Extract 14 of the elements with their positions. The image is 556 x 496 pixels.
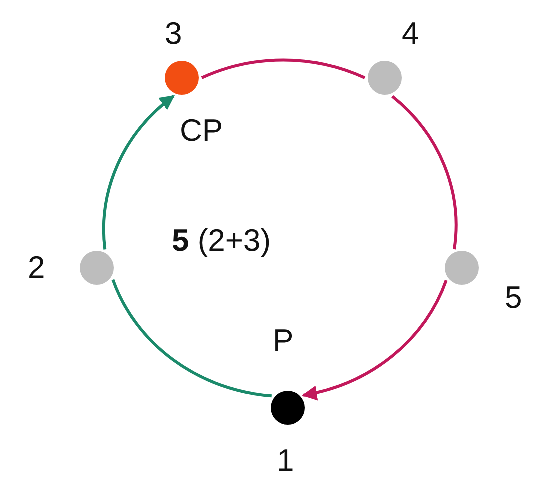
node-label: P — [273, 325, 294, 356]
node-number: 5 — [505, 282, 522, 313]
node-number: 3 — [165, 18, 182, 49]
node-number: 4 — [402, 18, 420, 49]
dot — [445, 251, 479, 285]
node-number: 1 — [277, 445, 294, 476]
sum-label: 5 (2+3) — [172, 225, 272, 256]
node-label: CP — [180, 115, 224, 146]
arc-arrow — [102, 95, 175, 250]
dot — [368, 61, 402, 95]
dot — [165, 61, 199, 95]
dot — [80, 251, 114, 285]
dot — [271, 391, 305, 425]
node-number: 2 — [28, 252, 46, 283]
